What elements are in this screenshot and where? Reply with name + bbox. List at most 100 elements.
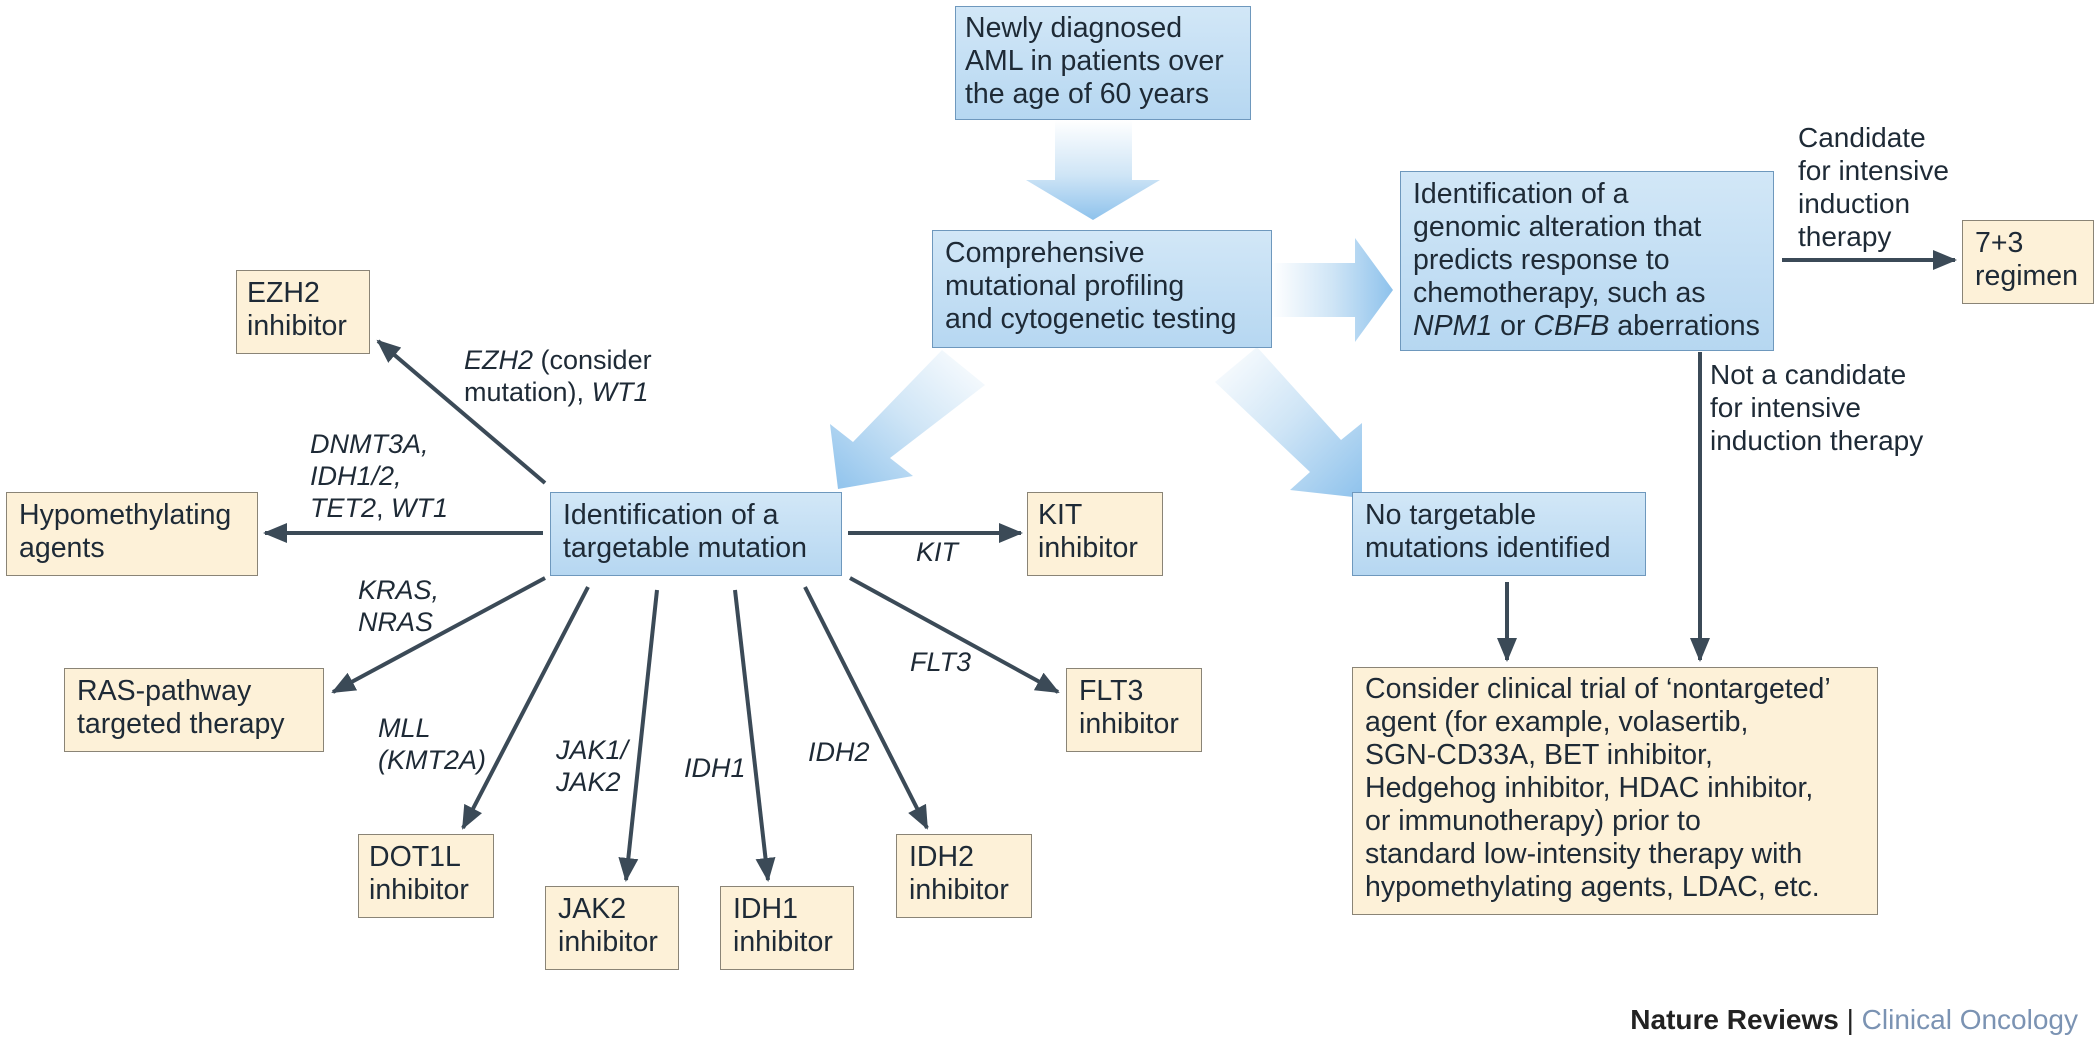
gene-npm1: NPM1 [1413,310,1493,342]
arrow-to-ras-therapy [331,576,546,694]
ezh2-label-line-1: EZH2 (consider [464,344,652,376]
ezh2-label-text-1: (consider [533,345,652,375]
not-candidate-label: Not a candidate for intensive induction … [1710,358,1923,457]
gene-wt1: WT1 [591,377,649,407]
start-line-2: AML in patients over [965,45,1224,77]
arrow-to-flt3-inhibitor [849,576,1060,694]
clinical-trial-line-7: hypomethylating agents, LDAC, etc. [1365,871,1820,903]
targetable-line-2: targetable mutation [563,532,807,564]
genomic-line-5-mid: or [1492,310,1534,342]
ras-therapy-line-1: RAS-pathway [77,675,252,707]
kras-line-2: NRAS [358,607,434,637]
genomic-line-4: chemotherapy, such as [1413,277,1706,309]
targetable-line-1: Identification of a [563,499,779,531]
flt3-label: FLT3 [910,647,972,677]
idh1-inhibitor-line-2: inhibitor [733,926,833,958]
kras-line-1: KRAS, [358,575,440,605]
journal-name: Clinical Oncology [1861,1004,2078,1035]
arrow-to-idh2-inhibitor [803,586,929,830]
ezh2-label-text-2: mutation), [464,377,592,407]
candidate-line-4: therapy [1798,221,1892,252]
hypomethylating-node: Hypomethylating agents [6,492,258,576]
genomic-line-5-tail: aberrations [1609,310,1760,342]
block-arrow-profiling-to-targetable [830,350,985,489]
ras-therapy-line-2: targeted therapy [77,708,285,740]
mll-line-1: MLL [378,713,431,743]
arrow-to-idh1-inhibitor [733,589,776,882]
no-targetable-line-1: No targetable [1365,499,1537,531]
dnmt3a-label: DNMT3A, IDH1/2, TET2, WT1 [310,428,448,524]
genomic-line-2: genomic alteration that [1413,211,1702,243]
not-candidate-line-1: Not a candidate [1710,359,1907,390]
regimen-line-1: 7+3 [1975,227,2024,259]
arrow-to-ezh2-inhibitor [376,339,547,485]
idh2-inhibitor-line-2: inhibitor [909,874,1009,906]
jak2-inhibitor-line-1: JAK2 [558,893,627,925]
idh1-label: IDH1 [684,753,746,783]
idh1-inhibitor-line-1: IDH1 [733,893,798,925]
no-targetable-line-2: mutations identified [1365,532,1611,564]
candidate-line-2: for intensive [1798,155,1949,186]
jak-line-1: JAK1/ [556,735,629,765]
gene-ezh2: EZH2 [464,345,534,375]
clinical-trial-line-5: or immunotherapy) prior to [1365,805,1701,837]
dot1l-inhibitor-line-2: inhibitor [369,874,469,906]
dnmt3a-sep: , [376,493,392,523]
block-arrow-profiling-to-no-targetable [1215,347,1362,498]
kit-inhibitor-node: KIT inhibitor [1027,492,1163,576]
kit-inhibitor-line-2: inhibitor [1038,532,1138,564]
ezh2-mutation-label: EZH2 (consider mutation), WT1 [464,344,652,408]
genomic-alteration-node: Identification of a genomic alteration t… [1400,171,1774,351]
profiling-line-2: mutational profiling [945,270,1185,302]
profiling-line-1: Comprehensive [945,237,1145,269]
clinical-trial-line-6: standard low-intensity therapy with [1365,838,1803,870]
mll-label: MLL (KMT2A) [378,712,486,776]
genomic-line-3: predicts response to [1413,244,1670,276]
start-line-3: the age of 60 years [965,78,1210,110]
flt3-inhibitor-node: FLT3 inhibitor [1066,668,1202,752]
flt3-inhibitor-line-1: FLT3 [1079,675,1144,707]
idh2-inhibitor-node: IDH2 inhibitor [896,834,1032,918]
not-candidate-line-3: induction therapy [1710,425,1924,456]
clinical-trial-line-4: Hedgehog inhibitor, HDAC inhibitor, [1365,772,1814,804]
gene-tet2: TET2 [310,493,377,523]
genomic-line-1: Identification of a [1413,178,1629,210]
gene-wt1-2: WT1 [391,493,449,523]
publisher-name: Nature Reviews [1630,1004,1839,1035]
block-arrow-start-to-profiling [1026,120,1160,220]
kit-inhibitor-line-1: KIT [1038,499,1083,531]
mll-line-2: (KMT2A) [378,745,486,775]
flt3-inhibitor-line-2: inhibitor [1079,708,1179,740]
start-line-1: Newly diagnosed [965,12,1183,44]
profiling-node: Comprehensive mutational profiling and c… [932,230,1272,348]
profiling-line-3: and cytogenetic testing [945,303,1237,335]
regimen-line-2: regimen [1975,260,2078,292]
ezh2-label-line-2: mutation), WT1 [464,376,652,408]
idh1-inhibitor-node: IDH1 inhibitor [720,886,854,970]
dot1l-inhibitor-node: DOT1L inhibitor [358,834,494,918]
idh2-label: IDH2 [808,737,870,767]
clinical-trial-line-3: SGN-CD33A, BET inhibitor, [1365,739,1713,771]
kit-label: KIT [916,537,959,567]
clinical-trial-line-2: agent (for example, volasertib, [1365,706,1749,738]
candidate-line-1: Candidate [1798,122,1926,153]
jak2-inhibitor-line-2: inhibitor [558,926,658,958]
hypomethylating-line-1: Hypomethylating [19,499,232,531]
genomic-line-5: NPM1 or CBFB aberrations [1413,310,1761,343]
jak2-inhibitor-node: JAK2 inhibitor [545,886,679,970]
targetable-mutation-node: Identification of a targetable mutation [550,492,842,576]
dnmt3a-line-3: TET2, WT1 [310,492,448,524]
gene-cbfb: CBFB [1533,310,1610,342]
ezh2-inhibitor-node: EZH2 inhibitor [236,270,370,354]
clinical-trial-node: Consider clinical trial of ‘nontargeted’… [1352,667,1878,915]
ezh2-inhibitor-line-2: inhibitor [247,310,347,342]
arrow-to-dot1l-inhibitor [461,586,590,830]
kras-label: KRAS, NRAS [358,574,439,638]
block-arrow-profiling-to-genomic [1272,238,1393,342]
idh2-inhibitor-line-1: IDH2 [909,841,974,873]
no-targetable-node: No targetable mutations identified [1352,492,1646,576]
publisher-credit: Nature Reviews | Clinical Oncology [1630,1004,2078,1036]
credit-separator: | [1838,1004,1862,1035]
